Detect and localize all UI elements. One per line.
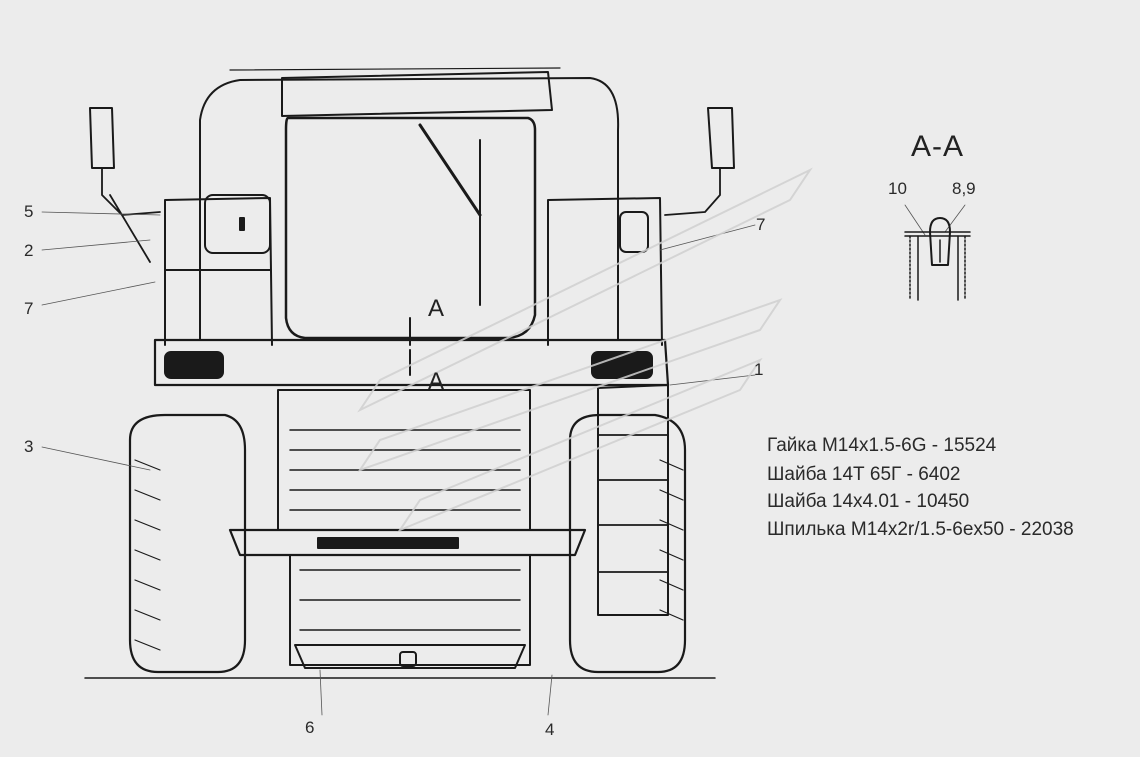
parts-list-item: Гайка М14х1.5-6G - 15524 bbox=[767, 435, 997, 456]
callout-6: 6 bbox=[305, 718, 315, 737]
left-handrail bbox=[164, 197, 273, 346]
callout-5: 5 bbox=[24, 202, 34, 221]
rear-frame bbox=[277, 389, 531, 531]
callout-4: 4 bbox=[545, 720, 555, 739]
cab-roof bbox=[281, 71, 553, 117]
section-detail-aa bbox=[904, 217, 971, 301]
callout-2: 2 bbox=[24, 241, 34, 260]
hitch-frame bbox=[289, 554, 531, 666]
left-mirror bbox=[89, 107, 115, 169]
parts-list-item: Шайба 14Т 65Г - 6402 bbox=[767, 464, 961, 485]
callout-8-9: 8,9 bbox=[952, 179, 976, 198]
section-mark-upper: А bbox=[428, 295, 445, 322]
cab-body bbox=[199, 77, 620, 341]
callout-1: 1 bbox=[754, 360, 764, 379]
right-ladder bbox=[597, 384, 669, 616]
right-mirror bbox=[707, 107, 735, 169]
parts-list-item: Шайба 14х4.01 - 10450 bbox=[767, 491, 970, 512]
rear-window bbox=[284, 116, 537, 340]
left-cab-window bbox=[204, 194, 271, 254]
right-handrail bbox=[547, 197, 663, 346]
section-title: А-А bbox=[911, 130, 965, 163]
callout-7-right: 7 bbox=[756, 215, 766, 234]
spring bbox=[317, 537, 459, 549]
lower-beam bbox=[228, 528, 587, 557]
right-tire bbox=[568, 413, 687, 674]
parts-list-item: Шпилька М14х2r/1.5-6ex50 - 22038 bbox=[767, 519, 1074, 540]
watermark-logo bbox=[357, 167, 813, 533]
callout-7-left: 7 bbox=[24, 299, 34, 318]
callout-3: 3 bbox=[24, 437, 34, 456]
left-rear-lamp bbox=[164, 351, 224, 379]
callout-10: 10 bbox=[888, 179, 907, 198]
left-tire bbox=[128, 413, 247, 674]
section-mark-lower: А bbox=[428, 368, 445, 395]
